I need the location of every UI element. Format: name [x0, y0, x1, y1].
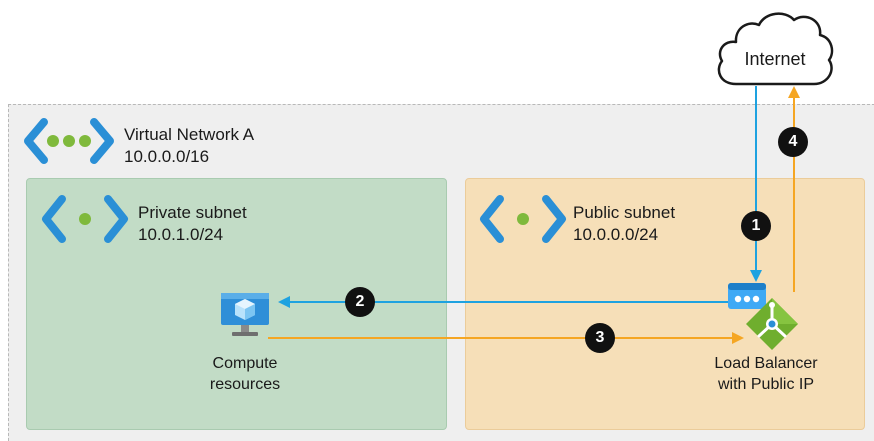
inbound-arrowhead-step-2	[278, 296, 290, 308]
public-subnet-cidr: 10.0.0.0/24	[573, 225, 659, 244]
public-subnet-box	[465, 178, 865, 430]
vnet-cidr: 10.0.0.0/16	[124, 147, 210, 166]
load-balancer-icon	[746, 298, 798, 350]
vnet-name: Virtual Network A	[124, 125, 255, 144]
private-subnet-cidr: 10.0.1.0/24	[138, 225, 224, 244]
vnet-icon	[24, 118, 114, 164]
step-badge-3: 3	[585, 323, 615, 353]
compute-label-line2: resources	[209, 376, 281, 393]
step-badge-4: 4	[778, 127, 808, 157]
inbound-arrowhead-step-1	[750, 270, 762, 282]
public-subnet-name: Public subnet	[573, 203, 676, 222]
subnet-icon	[42, 195, 128, 243]
internet-label: Internet	[744, 49, 806, 69]
compute-label-line1: Compute	[212, 355, 278, 372]
load-balancer-label-line2: with Public IP	[717, 376, 815, 393]
outbound-arrowhead-step-4	[788, 86, 800, 98]
public-ip-icon	[728, 283, 766, 309]
step-badge-1: 1	[741, 211, 771, 241]
load-balancer-label-line1: Load Balancer	[714, 355, 818, 372]
virtual-machine-icon	[221, 293, 269, 336]
private-subnet-name: Private subnet	[138, 203, 247, 222]
subnet-icon	[480, 195, 566, 243]
outbound-arrowhead-step-3	[732, 332, 744, 344]
cloud-icon	[717, 12, 834, 86]
step-badge-2: 2	[345, 287, 375, 317]
